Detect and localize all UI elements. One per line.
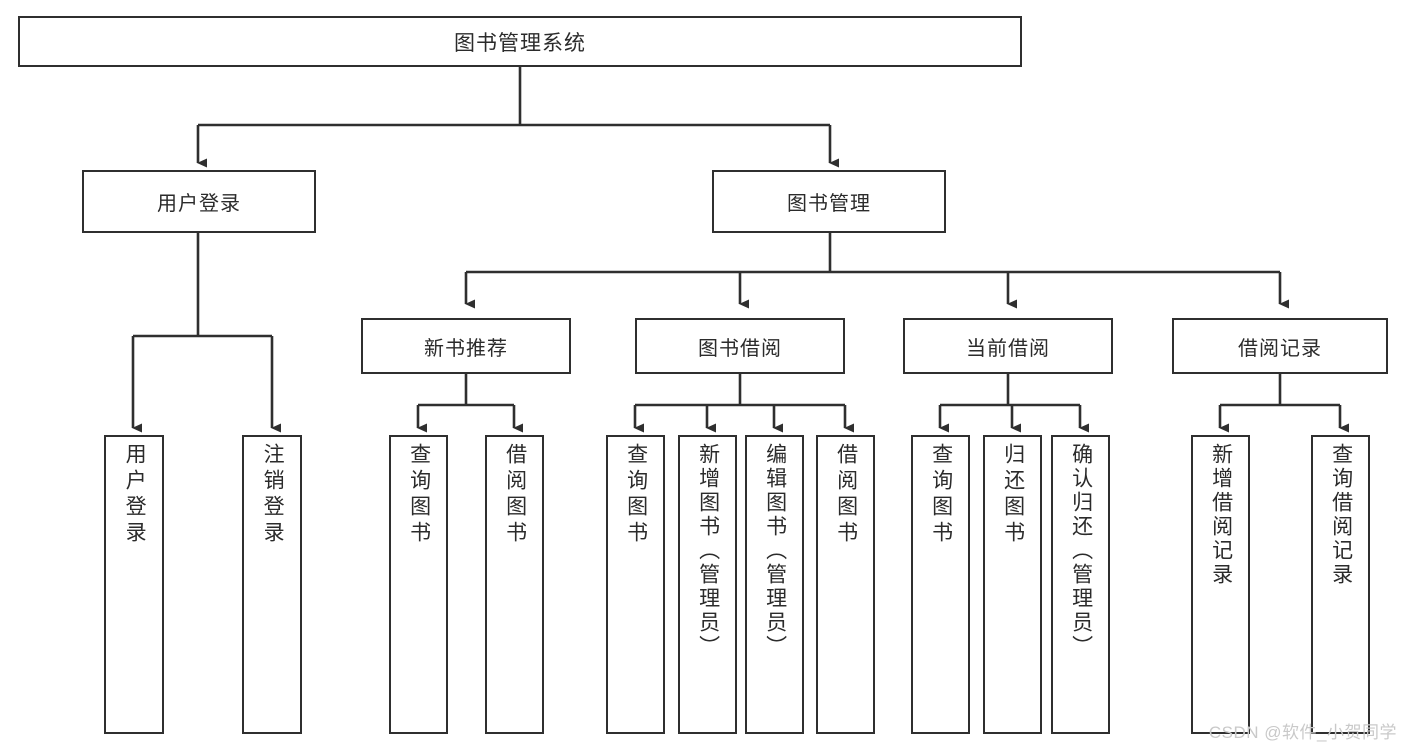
- node-leaf-user-logout-label: 注销登录: [261, 443, 285, 547]
- node-leaf-bor-query-book[interactable]: 查询图书: [606, 435, 665, 734]
- node-borrow-record[interactable]: 借阅记录: [1172, 318, 1388, 374]
- node-leaf-bor-edit-book-label: 编辑图书（管理员）: [763, 443, 787, 659]
- node-book-manage-label: 图书管理: [787, 193, 871, 215]
- node-root-label: 图书管理系统: [454, 31, 586, 55]
- node-new-book-recommend-label: 新书推荐: [424, 337, 508, 360]
- node-user-login-label: 用户登录: [157, 193, 241, 215]
- node-current-borrow-label: 当前借阅: [966, 337, 1050, 360]
- node-borrow-record-label: 借阅记录: [1238, 337, 1322, 360]
- node-new-book-recommend[interactable]: 新书推荐: [361, 318, 571, 374]
- node-leaf-cur-confirm[interactable]: 确认归还（管理员）: [1051, 435, 1110, 734]
- node-leaf-rec-add-record-label: 新增借阅记录: [1209, 443, 1233, 587]
- node-leaf-rec-query-book[interactable]: 查询图书: [389, 435, 448, 734]
- node-leaf-rec-query-book-label: 查询图书: [407, 443, 431, 547]
- node-leaf-cur-return-book-label: 归还图书: [1001, 443, 1025, 547]
- node-current-borrow[interactable]: 当前借阅: [903, 318, 1113, 374]
- node-leaf-bor-query-book-label: 查询图书: [624, 443, 648, 547]
- node-leaf-bor-borrow-book-label: 借阅图书: [834, 443, 858, 547]
- node-leaf-cur-confirm-label: 确认归还（管理员）: [1069, 443, 1093, 659]
- node-leaf-rec-query-record[interactable]: 查询借阅记录: [1311, 435, 1370, 734]
- node-root[interactable]: 图书管理系统: [18, 16, 1022, 67]
- watermark: CSDN @软件_小贺同学: [1208, 723, 1397, 742]
- node-leaf-bor-add-book-label: 新增图书（管理员）: [696, 443, 720, 659]
- node-leaf-user-logout[interactable]: 注销登录: [242, 435, 302, 734]
- node-leaf-rec-query-record-label: 查询借阅记录: [1329, 443, 1353, 587]
- node-leaf-bor-edit-book[interactable]: 编辑图书（管理员）: [745, 435, 804, 734]
- node-book-borrow-label: 图书借阅: [698, 337, 782, 360]
- node-leaf-cur-return-book[interactable]: 归还图书: [983, 435, 1042, 734]
- node-leaf-rec-borrow-book[interactable]: 借阅图书: [485, 435, 544, 734]
- node-leaf-cur-query-book-label: 查询图书: [929, 443, 953, 547]
- node-book-manage[interactable]: 图书管理: [712, 170, 946, 233]
- node-leaf-user-login[interactable]: 用户登录: [104, 435, 164, 734]
- node-user-login[interactable]: 用户登录: [82, 170, 316, 233]
- node-leaf-cur-query-book[interactable]: 查询图书: [911, 435, 970, 734]
- node-leaf-bor-add-book[interactable]: 新增图书（管理员）: [678, 435, 737, 734]
- node-leaf-rec-borrow-book-label: 借阅图书: [503, 443, 527, 547]
- node-book-borrow[interactable]: 图书借阅: [635, 318, 845, 374]
- node-leaf-rec-add-record[interactable]: 新增借阅记录: [1191, 435, 1250, 734]
- node-leaf-bor-borrow-book[interactable]: 借阅图书: [816, 435, 875, 734]
- node-leaf-user-login-label: 用户登录: [123, 443, 147, 547]
